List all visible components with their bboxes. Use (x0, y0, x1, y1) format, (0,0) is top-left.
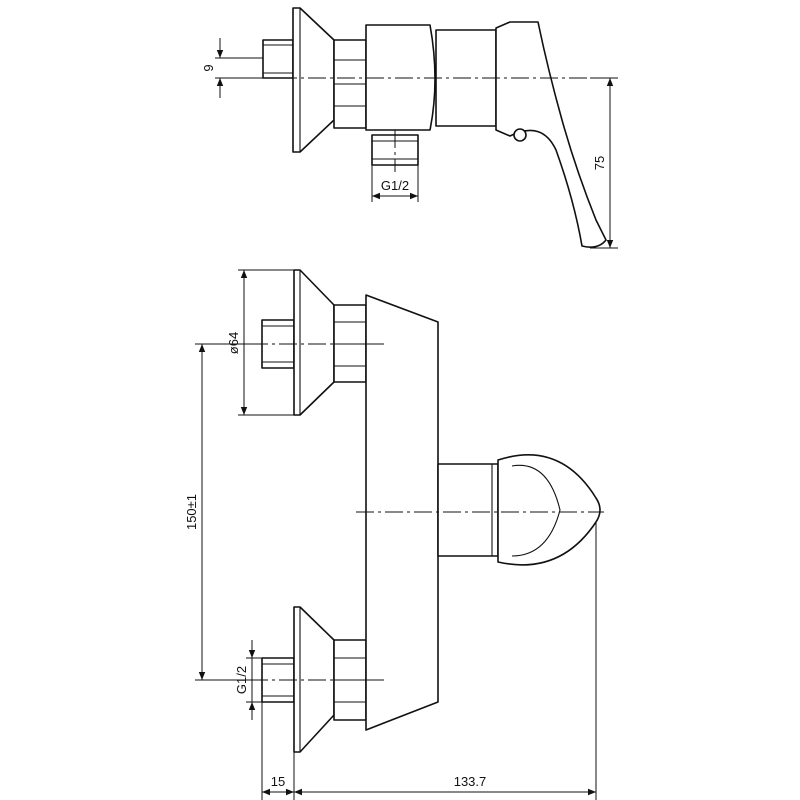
dim-inlet-thread: G1/2 (234, 640, 262, 720)
dim-rosette-diameter: ø64 (226, 269, 294, 416)
dim-label-9: 9 (201, 64, 216, 71)
top-pipe-stub (262, 39, 294, 79)
dim-label-d64: ø64 (226, 332, 241, 354)
dim-outlet-thread: G1/2 (371, 165, 419, 202)
dim-label-75: 75 (592, 156, 607, 170)
dim-depths: 15 133.7 (261, 522, 597, 800)
front-view: ø64 150±1 G1/2 15 133.7 (184, 269, 604, 800)
dim-label-150: 150±1 (184, 494, 199, 530)
top-rosette (292, 7, 335, 153)
top-view: 9 G1/2 75 (201, 7, 618, 249)
dim-label-g12-lower: G1/2 (234, 666, 249, 694)
top-lever-handle (495, 21, 607, 248)
upper-inlet (261, 269, 367, 416)
dim-label-15: 15 (271, 774, 285, 789)
dim-label-133-7: 133.7 (454, 774, 487, 789)
dim-center-distance: 150±1 (184, 343, 262, 681)
cartridge-housing (437, 463, 499, 557)
dim-height: 75 (590, 77, 618, 249)
dim-pipe-diameter: 9 (201, 38, 263, 98)
dim-label-g12-top: G1/2 (381, 178, 409, 193)
handle-cap (497, 454, 601, 566)
